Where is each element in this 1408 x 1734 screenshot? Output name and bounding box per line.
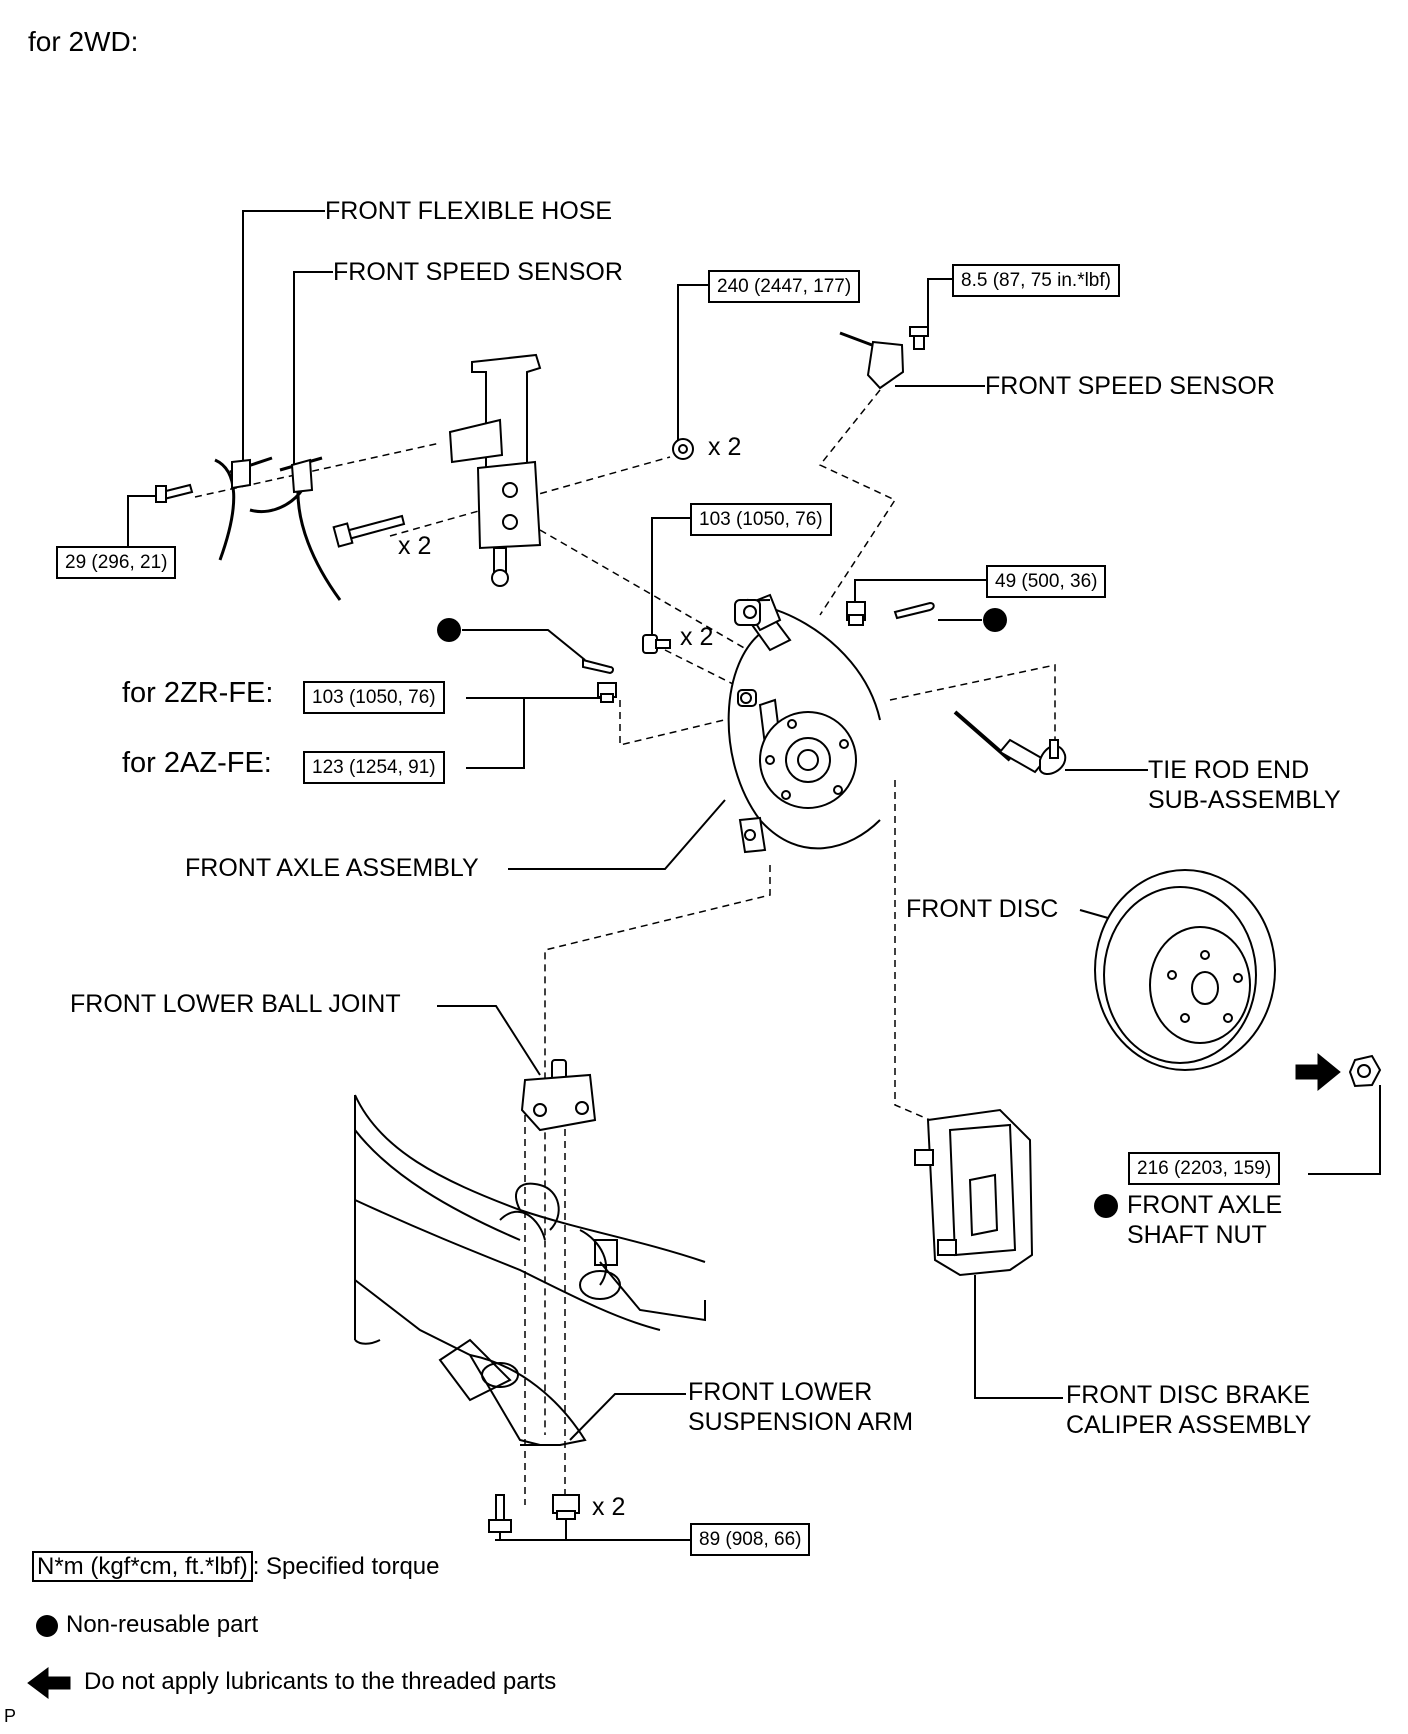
strut-bolt-icon [332, 514, 406, 548]
torque-box-103-2zr: 103 (1050, 76) [303, 681, 445, 714]
label-front-axle-shaft-nut-line2: SHAFT NUT [1127, 1221, 1267, 1249]
torque-box-89: 89 (908, 66) [690, 1523, 811, 1556]
bolt-29-icon [155, 483, 194, 503]
front-lower-suspension-arm-icon [354, 1094, 706, 1446]
label-engine-2zr: for 2ZR-FE: [122, 677, 274, 709]
nut-2zr-icon [597, 682, 617, 703]
label-tie-rod-end-line1: TIE ROD END [1148, 756, 1310, 784]
nonreusable-dot-cotter-right [983, 608, 1007, 632]
hose-bracket-icon [231, 458, 314, 494]
label-tie-rod-end-line2: SUB-ASSEMBLY [1148, 786, 1341, 814]
label-front-axle-assembly: FRONT AXLE ASSEMBLY [185, 854, 479, 882]
torque-box-103-bolt: 103 (1050, 76) [690, 503, 832, 536]
front-disc-icon [1094, 869, 1276, 1071]
label-front-lower-suspension-arm-line2: SUSPENSION ARM [688, 1408, 914, 1436]
torque-box-123-2az: 123 (1254, 91) [303, 751, 445, 784]
leader-nonreusable-pin [462, 629, 586, 661]
nonreusable-dot-cotter-left [437, 618, 461, 642]
axle-bolt-icon [642, 634, 671, 654]
legend-arrow-icon [27, 1667, 71, 1699]
leader-torque-240 [677, 284, 708, 446]
label-front-speed-sensor-right: FRONT SPEED SENSOR [985, 372, 1275, 400]
label-front-disc-brake-caliper-line1: FRONT DISC BRAKE [1066, 1381, 1311, 1409]
page-mark: P [4, 1706, 17, 1726]
label-front-flexible-hose: FRONT FLEXIBLE HOSE [325, 197, 613, 225]
strut-icon [448, 353, 542, 587]
brake-caliper-icon [914, 1108, 1034, 1277]
torque-box-49: 49 (500, 36) [986, 565, 1107, 598]
torque-box-8-5: 8.5 (87, 75 in.*lbf) [952, 264, 1120, 297]
leader-torque-29 [127, 495, 162, 565]
torque-box-29: 29 (296, 21) [56, 546, 177, 579]
leader-torque-103-bolt [651, 517, 690, 640]
label-front-disc-brake-caliper-line2: CALIPER ASSEMBLY [1066, 1411, 1312, 1439]
lower-nut-icon [552, 1494, 580, 1520]
leader-axle-nut [1308, 1085, 1381, 1175]
label-tie-rod-end: TIE ROD END SUB-ASSEMBLY [1148, 755, 1341, 815]
legend-torque: N*m (kgf*cm, ft.*lbf): Specified torque [32, 1551, 440, 1582]
leader-torque-123-2az [466, 698, 525, 769]
castle-nut-icon [846, 601, 866, 626]
cotter-pin-right-icon [893, 601, 935, 620]
axle-shaft-nut-icon [1348, 1054, 1382, 1088]
legend-torque-box: N*m (kgf*cm, ft.*lbf) [32, 1551, 253, 1582]
ball-joint-icon [520, 1059, 597, 1132]
label-front-axle-shaft-nut-line1: FRONT AXLE [1127, 1191, 1283, 1219]
legend-nonreusable-text: Non-reusable part [66, 1611, 259, 1638]
multiplier-axle-bolt: x 2 [680, 623, 714, 651]
leader-speed-sensor-left [293, 271, 333, 468]
label-front-speed-sensor-left: FRONT SPEED SENSOR [333, 258, 623, 286]
label-front-disc-brake-caliper: FRONT DISC BRAKE CALIPER ASSEMBLY [1066, 1380, 1311, 1440]
leader-suspension-arm [569, 1393, 686, 1441]
multiplier-strut-bolt: x 2 [398, 532, 432, 560]
cotter-pin-icon [582, 658, 614, 675]
lower-bolt-icon [488, 1494, 512, 1533]
page-title: for 2WD: [28, 26, 139, 57]
legend-torque-text: : Specified torque [252, 1553, 440, 1580]
speed-sensor-icon [839, 326, 929, 390]
leader-flexible-hose [242, 210, 325, 470]
label-front-lower-suspension-arm: FRONT LOWER SUSPENSION ARM [688, 1377, 913, 1437]
leader-ball-joint [437, 1005, 541, 1076]
leader-torque-85 [927, 278, 952, 328]
strut-nut-icon [672, 438, 694, 460]
label-front-lower-suspension-arm-line1: FRONT LOWER [688, 1378, 873, 1406]
front-axle-assembly-icon [727, 593, 881, 854]
leader-caliper [974, 1275, 1063, 1399]
leader-front-axle [508, 799, 726, 870]
multiplier-strut-nut: x 2 [708, 433, 742, 461]
label-front-axle-shaft-nut: FRONT AXLE SHAFT NUT [1127, 1190, 1282, 1250]
torque-box-216: 216 (2203, 159) [1128, 1152, 1281, 1185]
legend-nonreusable-dot [36, 1615, 58, 1637]
legend-lubricant-text: Do not apply lubricants to the threaded … [84, 1668, 557, 1695]
label-front-lower-ball-joint: FRONT LOWER BALL JOINT [70, 990, 401, 1018]
leader-torque-49 [854, 579, 986, 605]
label-engine-2az: for 2AZ-FE: [122, 747, 272, 779]
multiplier-arm-nut: x 2 [592, 1493, 626, 1521]
nonreusable-dot-axle-nut [1094, 1194, 1118, 1218]
torque-box-240: 240 (2447, 177) [708, 270, 861, 303]
tie-rod-end-icon [953, 710, 1067, 775]
lubricant-arrow-icon [1295, 1052, 1341, 1092]
label-front-disc: FRONT DISC [906, 895, 1059, 923]
